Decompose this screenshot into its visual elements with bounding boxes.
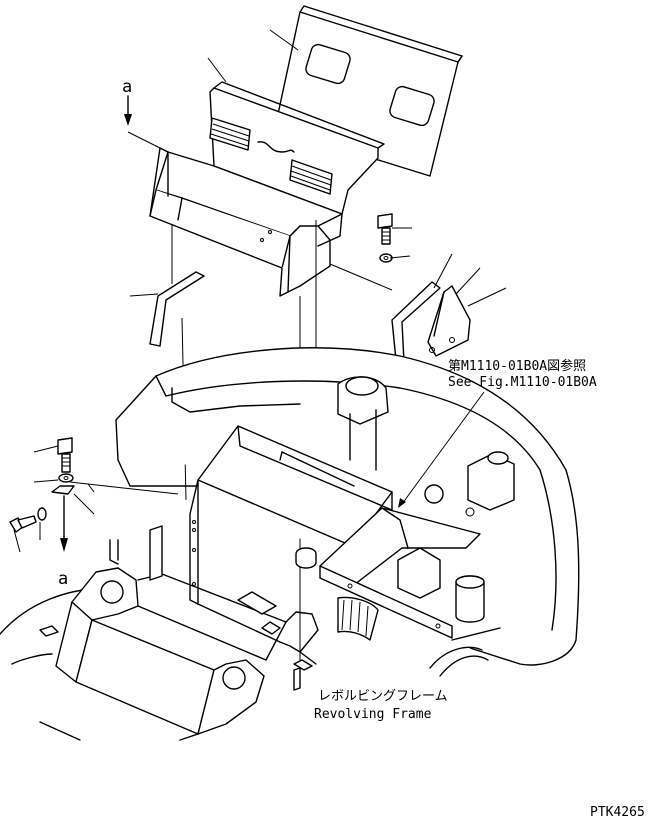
leader-lines-top [129,29,507,307]
reference-label-en: See Fig.M1110-01B0A [448,375,597,390]
vent-right [289,159,333,195]
vent-left [209,117,251,151]
arrow-a-top: a [122,77,169,153]
bolt-lower [9,437,179,553]
frame-label-en: Revolving Frame [314,707,432,722]
frame-label-jp: レボルビングフレーム [318,689,448,704]
bolt-upper [377,213,393,263]
arrow-a-top-label: a [122,77,132,97]
vent-bracket [149,81,385,297]
boom-mount [0,525,319,741]
frame-callout: レボルビングフレーム Revolving Frame [314,689,448,722]
reference-callout: 第M1110-01B0A図参照 See Fig.M1110-01B0A [398,358,597,508]
arrow-a-bottom-label: a [58,569,68,589]
seal-strip-left [149,271,205,347]
arrow-a-bottom: a [58,495,68,589]
reference-label-jp: 第M1110-01B0A図参照 [448,358,586,374]
seal-strips-right [391,281,471,363]
drawing-code: PTK4265 [590,805,645,820]
revolving-frame [115,347,580,677]
